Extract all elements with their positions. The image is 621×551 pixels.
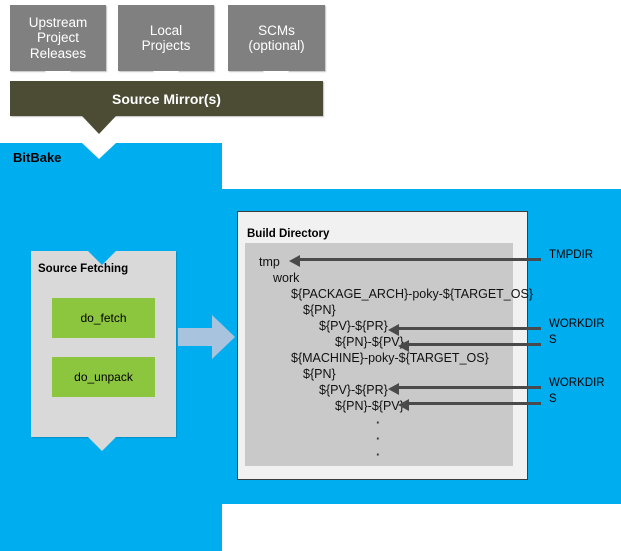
task-label: do_unpack xyxy=(74,370,133,384)
chevron-notch-fetch-top xyxy=(88,251,116,265)
source-box-label: SCMs(optional) xyxy=(248,22,305,54)
bitbake-label: BitBake xyxy=(13,150,62,165)
directory-tree: tmp work ${PACKAGE_ARCH}-poky-${TARGET_OS}… xyxy=(245,243,533,466)
connector-line-tmpdir xyxy=(298,258,541,261)
arrow-head-icon-workdir-2 xyxy=(388,383,399,395)
source-mirror-label: Source Mirror(s) xyxy=(112,90,221,107)
variable-label-s-1: S xyxy=(549,334,557,346)
variable-label-workdir-1: WORKDIR xyxy=(549,318,605,330)
source-fetching-panel xyxy=(31,251,176,437)
tree-ellipsis-dot: · xyxy=(376,447,381,462)
tree-node-pv-pr-2: ${PV}-${PR} xyxy=(319,383,388,397)
chevron-notch-bitbake-top xyxy=(82,143,116,159)
arrow-head-icon-tmpdir xyxy=(289,255,300,267)
tree-node-pn-2: ${PN} xyxy=(303,367,336,381)
build-directory-title: Build Directory xyxy=(247,228,330,240)
directory-tree-panel xyxy=(245,243,513,466)
task-box-do-fetch[interactable]: do_fetch xyxy=(52,298,155,338)
arrow-head-icon-s-2 xyxy=(398,399,409,411)
source-fetching-title: Source Fetching xyxy=(38,263,129,275)
task-label: do_fetch xyxy=(80,311,127,325)
variable-label-workdir-2: WORKDIR xyxy=(549,377,605,389)
tree-node-work: work xyxy=(273,271,300,285)
tree-node-pn-pv-1: ${PN}-${PV} xyxy=(335,335,404,349)
variable-label-s-2: S xyxy=(549,393,557,405)
tree-ellipsis-dot: · xyxy=(376,431,381,446)
tree-node-pn-1: ${PN} xyxy=(303,303,336,317)
task-box-do-unpack[interactable]: do_unpack xyxy=(52,357,155,397)
tree-node-package-arch: ${PACKAGE_ARCH}-poky-${TARGET_OS} xyxy=(291,287,533,301)
chevron-notch-fetch-bottom xyxy=(88,437,116,451)
connector-line-workdir-2 xyxy=(397,386,541,389)
connector-line-s-1 xyxy=(407,343,541,346)
chevron-down-icon-mirror-to-bitbake xyxy=(82,116,116,134)
arrow-head-icon-workdir-1 xyxy=(388,324,399,336)
tree-node-pn-pv-2: ${PN}-${PV} xyxy=(335,399,404,413)
source-box-scms-optional: SCMs(optional) xyxy=(228,5,325,71)
arrow-head-icon-s-1 xyxy=(398,340,409,352)
flow-arrow-icon-fetch-to-build-dir xyxy=(178,315,235,359)
tree-ellipsis-dot: · xyxy=(376,415,381,430)
source-mirror-bar: Source Mirror(s) xyxy=(10,81,323,116)
bitbake-region-foot xyxy=(0,503,222,551)
connector-line-s-2 xyxy=(407,402,541,405)
tree-node-tmp: tmp xyxy=(259,255,280,269)
tree-node-pv-pr-1: ${PV}-${PR} xyxy=(319,319,388,333)
variable-label-tmpdir: TMPDIR xyxy=(549,249,594,261)
connector-line-workdir-1 xyxy=(397,327,541,330)
tree-node-machine: ${MACHINE}-poky-${TARGET_OS} xyxy=(291,351,489,365)
